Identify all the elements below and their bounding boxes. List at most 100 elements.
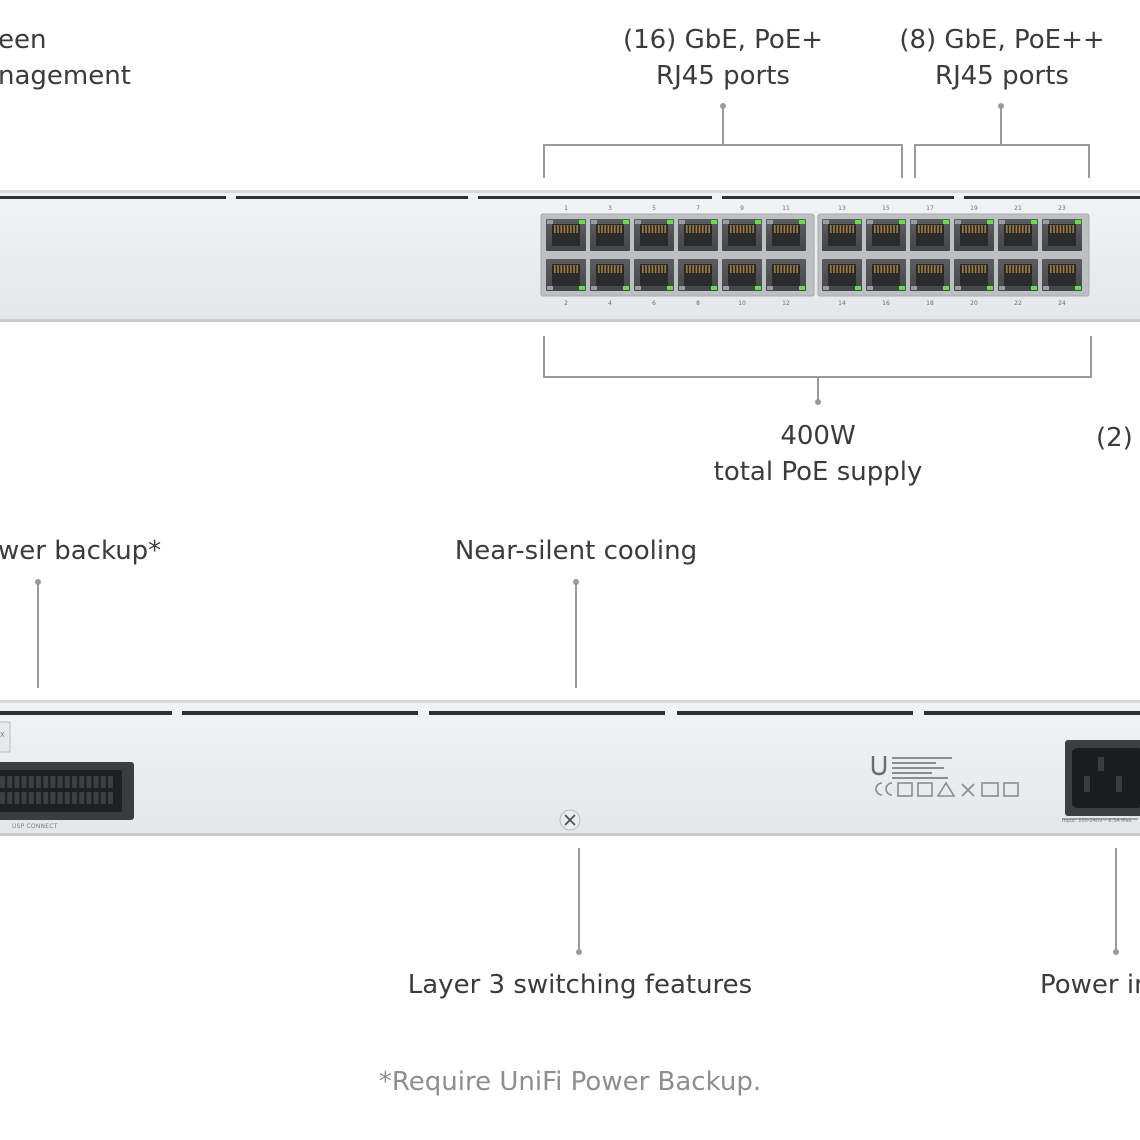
usp-pin	[28, 792, 34, 804]
usp-pin	[79, 792, 85, 804]
usp-pin	[0, 792, 5, 804]
usp-pin	[36, 776, 41, 788]
rj45-port	[910, 259, 950, 291]
rj45-port	[866, 259, 906, 291]
rj45-port	[954, 259, 994, 291]
port-number-label: 7	[696, 205, 700, 212]
usp-pin	[86, 776, 92, 788]
usp-pin	[72, 776, 77, 788]
port-number-label: 9	[740, 205, 744, 212]
rear-screw	[559, 809, 581, 831]
screen-management-label-line2: nagement	[0, 61, 131, 91]
rj45-port	[866, 219, 906, 251]
port-number-label: 13	[838, 205, 846, 212]
poe-plus-ports-label-line1: (16) GbE, PoE+	[622, 25, 824, 55]
rj45-port	[822, 219, 862, 251]
port-number-label: 18	[926, 300, 934, 307]
port-number-label: 15	[882, 205, 890, 212]
footnote: *Require UniFi Power Backup.	[378, 1067, 762, 1097]
rj45-port	[546, 259, 586, 291]
poe-budget-label-line1: 400W	[780, 421, 856, 451]
rj45-port	[910, 219, 950, 251]
power-backup-label: wer backup*	[0, 536, 162, 566]
usp-pin	[14, 776, 20, 788]
port-number-label: 23	[1058, 205, 1066, 212]
rj45-port	[954, 219, 994, 251]
rj45-port	[590, 259, 630, 291]
usp-pin	[64, 792, 70, 804]
usp-port-corner-text: X	[0, 731, 5, 739]
port-number-label: 5	[652, 205, 656, 212]
usp-pin	[36, 792, 41, 804]
port-number-label: 6	[652, 300, 656, 307]
usp-pin	[43, 792, 49, 804]
bracket-poe-budget	[543, 336, 1092, 400]
rj45-port	[634, 259, 674, 291]
usp-pin	[86, 792, 92, 804]
layer3-label: Layer 3 switching features	[407, 970, 753, 1000]
rj45-port	[634, 219, 674, 251]
port-number-label: 12	[782, 300, 790, 307]
poe-budget-label-line2: total PoE supply	[713, 457, 923, 487]
rj45-port	[678, 219, 718, 251]
rj45-port	[1042, 259, 1082, 291]
port-number-label: 4	[608, 300, 612, 307]
usp-pin	[14, 792, 20, 804]
usp-pin	[93, 792, 99, 804]
usp-pin	[21, 792, 27, 804]
usp-pin	[64, 776, 70, 788]
bracket-poe-plusplus	[914, 108, 1090, 178]
port-number-label: 24	[1058, 300, 1066, 307]
port-number-label: 14	[838, 300, 846, 307]
usp-pin	[57, 776, 63, 788]
port-number-label: 11	[782, 205, 790, 212]
power-rating-text: Input: 100-240V~ 6.5A Max	[1062, 818, 1132, 824]
port-number-label: 16	[882, 300, 890, 307]
usp-pin	[0, 776, 5, 788]
rj45-port	[678, 259, 718, 291]
port-number-label: 22	[1014, 300, 1022, 307]
rj45-port	[590, 219, 630, 251]
poe-plusplus-ports-label-line2: RJ45 ports	[935, 61, 1069, 91]
usp-pin	[50, 792, 56, 804]
poe-plusplus-ports-label-line1: (8) GbE, PoE++	[899, 25, 1105, 55]
power-inlet	[1062, 740, 1140, 820]
usp-pin	[21, 776, 27, 788]
rj45-port	[722, 259, 762, 291]
usp-connect-text: USP CONNECT	[12, 823, 58, 830]
regulatory-label-area	[871, 756, 1019, 797]
usp-pin	[79, 776, 85, 788]
rj45-port	[766, 219, 806, 251]
port-number-label: 20	[970, 300, 978, 307]
port-number-label: 3	[608, 205, 612, 212]
rj45-port	[766, 259, 806, 291]
power-input-label: Power in	[1040, 970, 1140, 1000]
usp-pin	[7, 776, 13, 788]
rj45-port	[1042, 219, 1082, 251]
usp-pin	[57, 792, 63, 804]
usp-pin	[100, 792, 106, 804]
port-number-label: 2	[564, 300, 568, 307]
rj45-port	[546, 219, 586, 251]
rj45-port	[822, 259, 862, 291]
usp-pin	[28, 776, 34, 788]
port-number-label: 19	[970, 205, 978, 212]
usp-pin	[100, 776, 106, 788]
poe-plus-ports-label-line2: RJ45 ports	[656, 61, 790, 91]
usp-connector	[0, 721, 134, 820]
cooling-label: Near-silent cooling	[454, 536, 698, 566]
rj45-port	[998, 219, 1038, 251]
usp-pin	[72, 792, 77, 804]
port-number-label: 17	[926, 205, 934, 212]
screen-management-label-line1: een	[0, 25, 47, 55]
rj45-port	[722, 219, 762, 251]
port-number-label: 21	[1014, 205, 1022, 212]
usp-pin	[108, 792, 113, 804]
port-number-label: 1	[564, 205, 568, 212]
usp-pin	[43, 776, 49, 788]
port-number-label: 10	[738, 300, 746, 307]
port-number-label: 8	[696, 300, 700, 307]
rj45-port	[998, 259, 1038, 291]
usp-pin	[50, 776, 56, 788]
